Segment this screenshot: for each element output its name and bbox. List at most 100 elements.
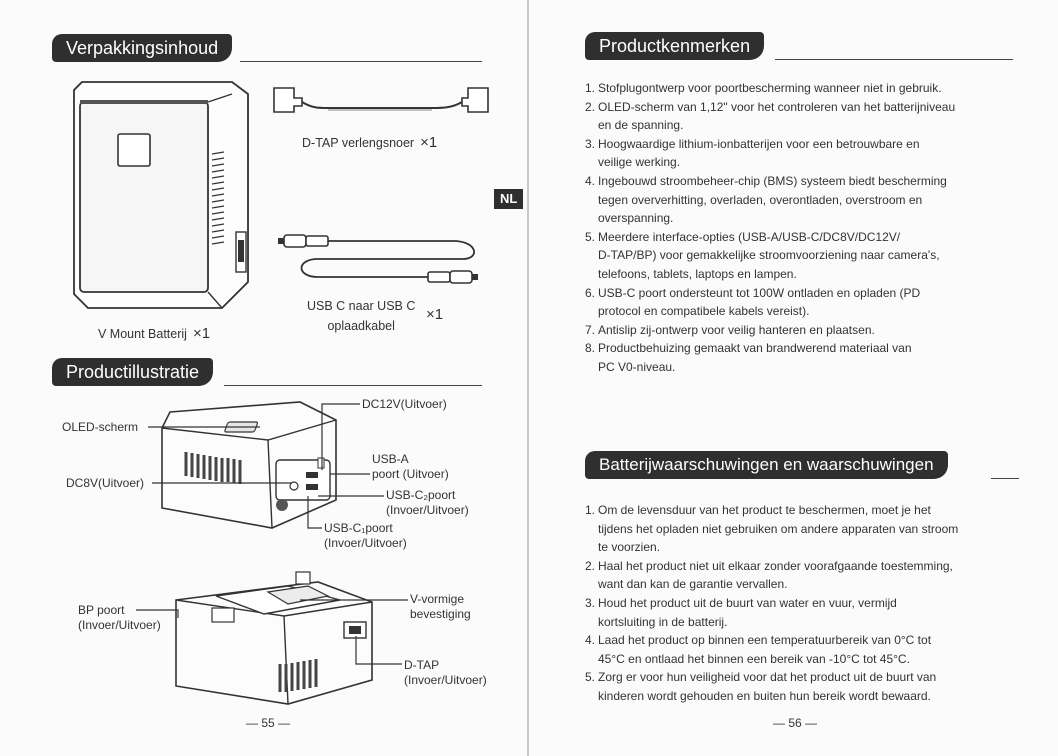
v-mount-label-line1: V-vormige [410,592,465,606]
oled-label: OLED-scherm [62,420,139,434]
usb-a-label-line1: USB-A [372,452,409,466]
feature-item-number: 4. [585,173,596,188]
warning-item-number: 2. [585,558,596,573]
warning-item-line: Laad het product op binnen een temperatu… [598,633,932,648]
dc12v-label: DC12V(Uitvoer) [362,397,447,411]
warning-item: 3.Houd het product uit de buurt van wate… [585,594,1035,631]
page-number-right: — 56 — [773,716,818,730]
d-tap-cable-label: D-TAP verlengsnoer [302,136,415,150]
d-tap-label-line1: D-TAP [404,658,440,672]
v-mount-label: V-vormige bevestiging [410,592,471,622]
bp-port-label-line1: BP poort [78,603,125,617]
feature-item-number: 5. [585,229,596,244]
warning-item-number: 1. [585,503,596,517]
usb-c-cable-image [278,234,478,284]
usb-c-cable-qty: ×1 [426,306,444,323]
product-illustration-title: Productillustratie [52,358,214,386]
title-underline [240,61,482,62]
d-tap-label-line2: (Invoer/Uitvoer) [404,673,487,687]
title-underline [991,478,1019,479]
battery-caption: V Mount Batterij ×1 [98,325,210,342]
battery-front-view-image [161,401,337,529]
v-mount-label-line2: bevestiging [410,607,471,621]
v-mount-battery-image [73,81,249,309]
warnings-list: 1.Om de levensduur van het product te be… [585,501,1035,706]
feature-item: 2.OLED-scherm van 1,12" voor het control… [585,98,1025,135]
battery-qty: ×1 [192,325,211,342]
usb-c1-label: USB-C₁poort (Invoer/Uitvoer) [324,521,407,551]
feature-item-number: 1. [585,81,596,95]
feature-item: 5.Meerdere interface-opties (USB-A/USB-C… [585,228,1025,284]
language-tag-left: NL [494,189,524,209]
feature-item-line: protocol en compatibele kabels vereist). [598,304,810,319]
feature-item-line: USB-C poort ondersteunt tot 100W ontlade… [598,285,921,300]
left-page: Verpakkingsinhoud D-TAP verlengsnoer ×1 [0,0,529,756]
feature-item-line: Meerdere interface-opties (USB-A/USB-C/D… [598,229,901,244]
usb-c-cable-qty-wrap: ×1 [420,306,443,323]
packaging-contents-title: Verpakkingsinhoud [52,34,233,62]
feature-item-number: 3. [585,136,596,151]
usb-c1-label-line1: USB-C₁poort [324,521,393,535]
feature-item-line: tegen oververhitting, overladen, overont… [598,192,923,207]
warning-item: 5.Zorg er voor hun veiligheid voor dat h… [585,668,1035,705]
callout-lines-top [148,403,384,529]
usb-a-label: USB-A poort (Uitvoer) [372,452,449,482]
warning-item-line: te voorzien. [598,540,661,555]
feature-item-line: Hoogwaardige lithium-ionbatterijen voor … [598,136,920,151]
dc8v-label: DC8V(Uitvoer) [66,476,145,490]
usb-c2-label-line2: (Invoer/Uitvoer) [386,503,469,517]
feature-item: 7.Antislip zij-ontwerp voor veilig hante… [585,321,1025,340]
feature-item-line: Ingebouwd stroombeheer-chip (BMS) systee… [598,173,947,188]
feature-item-number: 7. [585,322,596,337]
warning-item-line: kinderen wordt gehouden en buiten hun be… [598,688,931,703]
feature-item: 1.Stofplugontwerp voor poortbescherming … [585,79,1025,98]
page-number-left: — 55 — [246,716,291,730]
warning-item-number: 4. [585,633,596,648]
product-features-title: Productkenmerken [585,32,765,60]
feature-item: 3.Hoogwaardige lithium-ionbatterijen voo… [585,135,1025,172]
bp-port-label: BP poort (Invoer/Uitvoer) [78,603,161,633]
battery-back-view-image [175,571,373,705]
feature-item-line: D-TAP/BP) voor gemakkelijke stroomvoorzi… [598,248,940,263]
feature-item-number: 8. [585,341,596,356]
feature-item-line: Antislip zij-ontwerp voor veilig hantere… [598,322,875,337]
feature-item-line: telefoons, tablets, laptops en lampen. [598,266,797,281]
feature-item: 8.Productbehuizing gemaakt van brandwere… [585,339,1025,376]
warning-item-line: tijdens het opladen niet gebruiken om an… [598,521,959,536]
usb-c-cable-caption: USB C naar USB C oplaadkabel [307,296,415,336]
feature-item-line: Productbehuizing gemaakt van brandwerend… [598,341,912,356]
battery-warnings-title: Batterijwaarschuwingen en waarschuwingen [585,451,948,479]
feature-item-line: OLED-scherm van 1,12" voor het controler… [598,99,956,114]
usb-c-cable-label-line1: USB C naar USB C [307,299,416,313]
warning-item-line: kortsluiting in de batterij. [598,614,728,629]
feature-item-line: en de spanning. [598,118,684,133]
warning-item-line: Om de levensduur van het product te besc… [598,503,931,517]
usb-c-cable-label-line2: oplaadkabel [327,319,395,333]
feature-item-line: Stofplugontwerp voor poortbescherming wa… [598,81,942,95]
right-page: Productkenmerken 1.Stofplugontwerp voor … [529,0,1058,756]
usb-a-label-line2: poort (Uitvoer) [372,467,449,481]
usb-c1-label-line2: (Invoer/Uitvoer) [324,536,407,550]
warning-item: 1.Om de levensduur van het product te be… [585,501,1035,557]
d-tap-cable-image [273,87,489,113]
warning-item-number: 5. [585,670,596,685]
warning-item: 4.Laad het product op binnen een tempera… [585,631,1035,668]
feature-item-number: 6. [585,285,596,300]
warning-item-line: Houd het product uit de buurt van water … [598,595,897,610]
callout-lines-bottom [136,599,408,665]
title-underline [224,385,482,386]
warning-item-line: want dan kan de garantie vervallen. [598,577,788,592]
warning-item: 2.Haal het product niet uit elkaar zonde… [585,557,1035,594]
warning-item-number: 3. [585,595,596,610]
warning-item-line: Zorg er voor hun veiligheid voor dat het… [598,670,937,685]
feature-item: 4.Ingebouwd stroombeheer-chip (BMS) syst… [585,172,1025,228]
book-spine [527,0,530,756]
feature-item-number: 2. [585,99,596,114]
warning-item-line: Haal het product niet uit elkaar zonder … [598,558,953,573]
battery-label: V Mount Batterij [98,327,187,341]
d-tap-cable-qty: ×1 [420,134,438,151]
d-tap-cable-caption: D-TAP verlengsnoer ×1 [302,134,437,151]
feature-item: 6.USB-C poort ondersteunt tot 100W ontla… [585,284,1025,321]
feature-item-line: PC V0-niveau. [598,359,676,374]
usb-c2-label-line1: USB-C₂poort [386,488,456,502]
